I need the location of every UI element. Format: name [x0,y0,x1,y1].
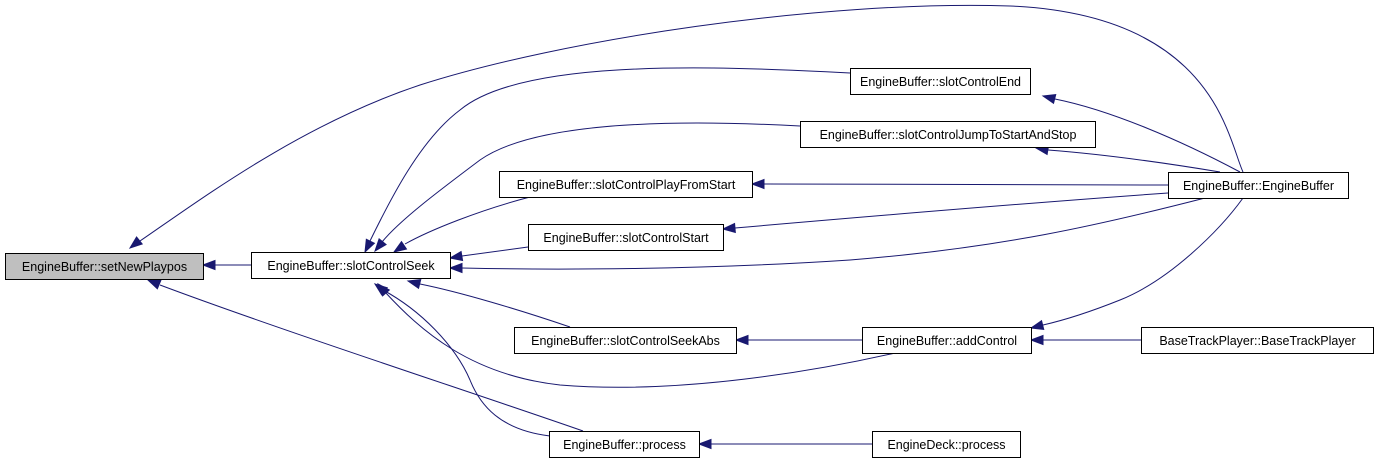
edge-EngineBuffer-to-slotControlSeek [448,197,1206,274]
edge-addControl-to-slotControlSeekAbs [734,334,862,346]
edge-slotControlEnd-to-slotControlSeek [364,67,851,254]
node-slotControlJumpToStartAndStop[interactable]: EngineBuffer::slotControlJumpToStartAndS… [800,121,1096,148]
edge-EngineBuffer-to-setNewPlaypos [128,4,1244,249]
node-label: EngineBuffer::slotControlSeek [267,259,435,273]
node-box[interactable] [862,327,1032,354]
edge-addControl-to-EngineBuffer [1029,197,1244,331]
edge-line [1042,197,1244,326]
node-slotControlSeekAbs[interactable]: EngineBuffer::slotControlSeekAbs [514,327,737,354]
arrowhead-icon [750,178,765,190]
arrowhead-icon [392,240,408,253]
node-label: EngineBuffer::EngineBuffer [1183,179,1334,193]
arrowhead-icon [128,236,144,249]
node-BaseTrackPlayer[interactable]: BaseTrackPlayer::BaseTrackPlayer [1141,327,1374,354]
edge-line [382,289,551,437]
edge-EngineBuffer-to-slotControlJumpToStartAndStop [1034,144,1221,173]
node-addControl[interactable]: EngineBuffer::addControl [862,327,1032,354]
node-box[interactable] [800,121,1096,148]
edge-line [369,67,851,242]
edge-line [763,183,1169,186]
node-label: EngineBuffer::slotControlSeekAbs [531,334,720,348]
node-process[interactable]: EngineBuffer::process [549,431,700,458]
node-label: EngineBuffer::slotControlEnd [860,75,1021,89]
arrowhead-icon [201,259,216,271]
arrowhead-icon [1029,319,1045,331]
node-box[interactable] [850,68,1031,95]
node-label: EngineBuffer::setNewPlaypos [22,260,187,274]
arrowhead-icon [448,250,464,262]
node-box[interactable] [1168,172,1349,199]
edge-line [159,284,584,432]
arrowhead-icon [364,238,376,254]
node-slotControlPlayFromStart[interactable]: EngineBuffer::slotControlPlayFromStart [499,171,753,198]
node-slotControlEnd[interactable]: EngineBuffer::slotControlEnd [850,68,1031,95]
edge-line [734,192,1169,229]
node-label: EngineBuffer::process [563,438,686,452]
node-box[interactable] [251,252,451,279]
node-box[interactable] [528,224,724,251]
edge-EngineBuffer-to-slotControlStart [721,192,1169,234]
edge-process-to-setNewPlaypos [146,279,584,432]
node-slotControlSeek[interactable]: EngineBuffer::slotControlSeek [251,252,451,279]
node-EngineDeckProcess[interactable]: EngineDeck::process [872,431,1021,458]
edge-slotControlSeek-to-setNewPlaypos [201,259,251,271]
node-setNewPlaypos[interactable]: EngineBuffer::setNewPlaypos [5,253,204,280]
edge-EngineBuffer-to-slotControlEnd [1041,93,1241,173]
arrowhead-icon [1029,334,1044,346]
arrowhead-icon [721,222,736,234]
node-EngineBuffer[interactable]: EngineBuffer::EngineBuffer [1168,172,1349,199]
edge-line [404,196,531,245]
arrowhead-icon [373,283,389,296]
edge-slotControlJumpToStartAndStop-to-slotControlSeek [374,122,801,253]
edge-slotControlStart-to-slotControlSeek [448,246,529,262]
arrowhead-icon [1041,93,1057,105]
arrowhead-icon [448,262,463,274]
edge-line [1054,98,1241,173]
edge-BaseTrackPlayer-to-addControl [1029,334,1141,346]
edge-slotControlSeekAbs-to-slotControlSeek [406,278,571,328]
node-box[interactable] [5,253,204,280]
node-label: EngineDeck::process [887,438,1005,452]
arrowhead-icon [734,334,749,346]
node-box[interactable] [1141,327,1374,354]
arrowhead-icon [146,279,162,290]
node-box[interactable] [872,431,1021,458]
node-slotControlStart[interactable]: EngineBuffer::slotControlStart [528,224,724,251]
arrowhead-icon [697,438,712,450]
edge-EngineBuffer-to-slotControlPlayFromStart [750,178,1169,190]
edge-line [419,283,571,328]
node-label: BaseTrackPlayer::BaseTrackPlayer [1159,334,1355,348]
node-box[interactable] [549,431,700,458]
edge-line [461,246,529,257]
edge-line [461,197,1206,270]
arrowhead-icon [406,278,422,290]
node-label: EngineBuffer::slotControlPlayFromStart [517,178,736,192]
edge-EngineDeckProcess-to-process [697,438,872,450]
arrowhead-icon [374,238,387,253]
edge-line [1047,149,1221,173]
node-label: EngineBuffer::slotControlStart [543,231,709,245]
node-label: EngineBuffer::addControl [877,334,1017,348]
edge-line [381,122,801,243]
node-box[interactable] [499,171,753,198]
node-box[interactable] [514,327,737,354]
edge-line [139,4,1244,242]
edge-process-to-slotControlSeek [373,283,551,437]
edge-slotControlPlayFromStart-to-slotControlSeek [392,196,531,253]
edge-line [384,291,896,388]
node-label: EngineBuffer::slotControlJumpToStartAndS… [820,128,1077,142]
